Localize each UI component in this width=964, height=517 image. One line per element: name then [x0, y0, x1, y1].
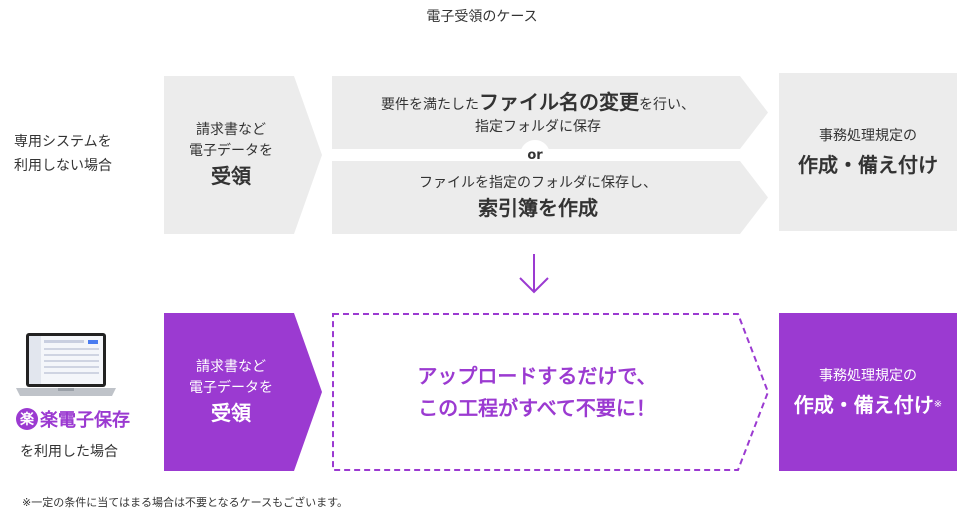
footnote: ※一定の条件に当てはまる場合は不要となるケースもございます。: [22, 496, 349, 509]
product-logo: 楽楽電子保存: [16, 406, 130, 432]
row2-message: アップロードするだけで、 この工程がすべて不要に！: [332, 313, 742, 471]
row1-label-line1: 専用システムを: [14, 134, 112, 150]
option-b-line1: ファイルを指定のフォルダに保存し、: [419, 175, 657, 191]
row2-result-bold-wrap: 作成・備え付け※: [794, 391, 942, 419]
row1-label: 専用システムを 利用しない場合: [14, 130, 144, 178]
row1-option-a: 要件を満たしたファイル名の変更を行い、 指定フォルダに保存: [332, 76, 768, 149]
option-a-line2: 指定フォルダに保存: [475, 118, 601, 135]
option-a-bold: ファイル名の変更: [479, 89, 639, 114]
row1-result-line1: 事務処理規定の: [819, 127, 917, 144]
row1-receive-step: 請求書など 電子データを 受領: [164, 76, 322, 234]
row1-option-b: ファイルを指定のフォルダに保存し、 索引簿を作成: [332, 161, 768, 234]
product-logo-circle: 楽: [16, 408, 38, 430]
row1-label-line2: 利用しない場合: [14, 158, 112, 174]
option-a-pre: 要件を満たした: [381, 96, 479, 113]
option-b-bold: 索引簿を作成: [478, 196, 598, 220]
row2-receive-step: 請求書など 電子データを 受領: [164, 313, 322, 471]
row1-result: 事務処理規定の 作成・備え付け: [779, 73, 957, 231]
row2-result-line1: 事務処理規定の: [818, 367, 917, 384]
row2-receive-line2: 電子データを: [189, 380, 273, 396]
diagram-title: 電子受領のケース: [426, 9, 538, 25]
row1-receive-bold: 受領: [211, 164, 251, 188]
row2-result-bold: 作成・備え付け: [793, 392, 934, 417]
dashed-process-outline: [332, 313, 770, 471]
row2-result: 事務処理規定の 作成・備え付け※: [779, 313, 957, 471]
row2-receive-bold: 受領: [211, 401, 251, 425]
laptop-icon: [16, 333, 116, 396]
message-line1: アップロードするだけで、: [417, 364, 657, 388]
row1-receive-line1: 請求書など: [196, 122, 266, 138]
product-logo-text: 楽電子保存: [40, 410, 130, 431]
arrow-down-icon: [519, 254, 549, 294]
row1-result-bold: 作成・備え付け: [798, 152, 938, 177]
row2-label: を利用した場合: [20, 444, 118, 460]
row1-receive-line2: 電子データを: [189, 143, 273, 159]
row2-receive-line1: 請求書など: [196, 359, 266, 375]
option-a-post: を行い、: [639, 96, 695, 113]
row2-result-note: ※: [933, 398, 943, 410]
message-line2: この工程がすべて不要に！: [418, 396, 656, 420]
